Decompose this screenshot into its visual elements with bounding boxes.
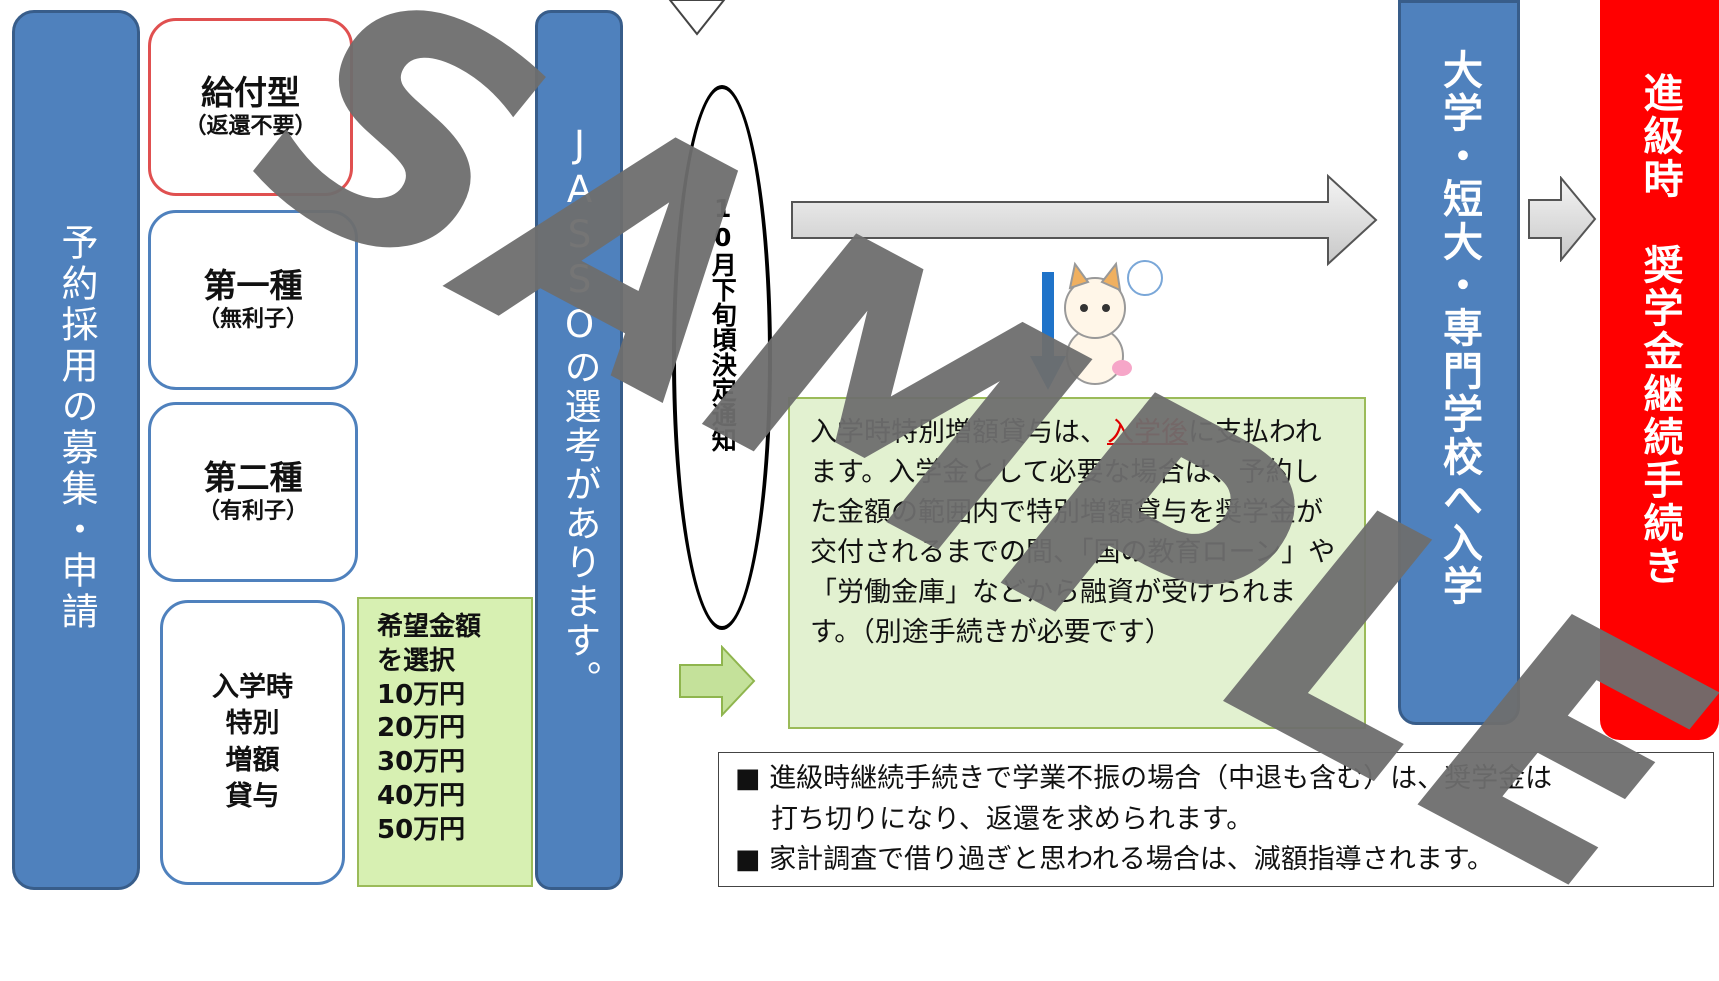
note-item: ■ 家計調査で借り過ぎと思われる場合は、減額指導されます。 [735,844,1495,875]
recruitment-label: 予約採用の募集・申請 [55,223,98,633]
category-type1-title: 第一種 [203,265,303,305]
amount-header-2: を選択 [377,645,456,676]
category-type2: 第二種 （有利子） [148,402,358,582]
down-arrow-icon [668,0,726,36]
category-special-loan: 入学時 特別 増額 貸与 [160,600,345,885]
amount-option: 10万円 [377,679,466,710]
amount-option: 40万円 [377,780,466,811]
info-text-part1: 入学時特別増額貸与は、 [810,417,1107,448]
special-loan-info-box: 入学時特別増額貸与は、入学後に支払われます。入学金として必要な場合は、予約した金… [788,397,1366,729]
special-loan-line-3: 増額 [225,744,280,776]
amount-option: 30万円 [377,747,466,778]
blue-down-arrow-icon [1030,272,1066,390]
university-admission-label: 大学・短大・専門学校へ入学 [1436,49,1482,608]
special-loan-line-4: 貸与 [225,780,280,812]
note-item-continued: 打ち切りになり、返還を求められます。 [771,803,1254,835]
amount-option: 20万円 [377,713,466,744]
category-type2-title: 第二種 [203,457,303,497]
special-loan-line-2: 特別 [225,708,280,740]
green-right-arrow-icon [679,645,756,717]
decision-notice-label: 10月下旬頃決定通知 [708,194,738,452]
info-text-part2: に支払われます。入学金として必要な場合は、予約した金額の範囲内で特別増額貸与を奨… [810,417,1336,648]
recruitment-bar: 予約採用の募集・申請 [12,10,140,890]
amount-header-1: 希望金額 [377,612,482,642]
decision-notice-ellipse: 10月下旬頃決定通知 [672,85,772,630]
cat-mascot-icon [1064,260,1163,385]
special-loan-line-1: 入学時 [212,671,293,703]
category-type2-sub: （有利子） [197,498,308,524]
continuation-procedure-bar: 進級時 奨学金継続手続き [1600,0,1719,740]
info-highlight: 入学後 [1107,417,1188,448]
category-type1-sub: （無利子） [197,306,308,332]
continuation-procedure-label: 進級時 奨学金継続手続き [1636,72,1683,588]
note-item: ■ 進級時継続手続きで学業不振の場合（中退も含む）は、奨学金は [735,763,1553,794]
jasso-selection-label: JASSOの選考があります。 [558,123,601,699]
category-grant: 給付型 （返還不要） [148,18,353,196]
university-admission-bar: 大学・短大・専門学校へ入学 [1398,0,1520,725]
long-right-arrow-icon [791,173,1378,267]
small-right-arrow-icon [1528,176,1597,262]
category-type1: 第一種 （無利子） [148,210,358,390]
amount-selection-box: 希望金額 を選択 10万円 20万円 30万円 40万円 50万円 [357,597,533,887]
notes-box: ■ 進級時継続手続きで学業不振の場合（中退も含む）は、奨学金は 打ち切りになり、… [718,752,1714,887]
amount-option: 50万円 [377,814,466,845]
category-grant-title: 給付型 [201,72,300,112]
category-grant-sub: （返還不要） [184,113,317,139]
jasso-selection-bar: JASSOの選考があります。 [535,10,623,890]
